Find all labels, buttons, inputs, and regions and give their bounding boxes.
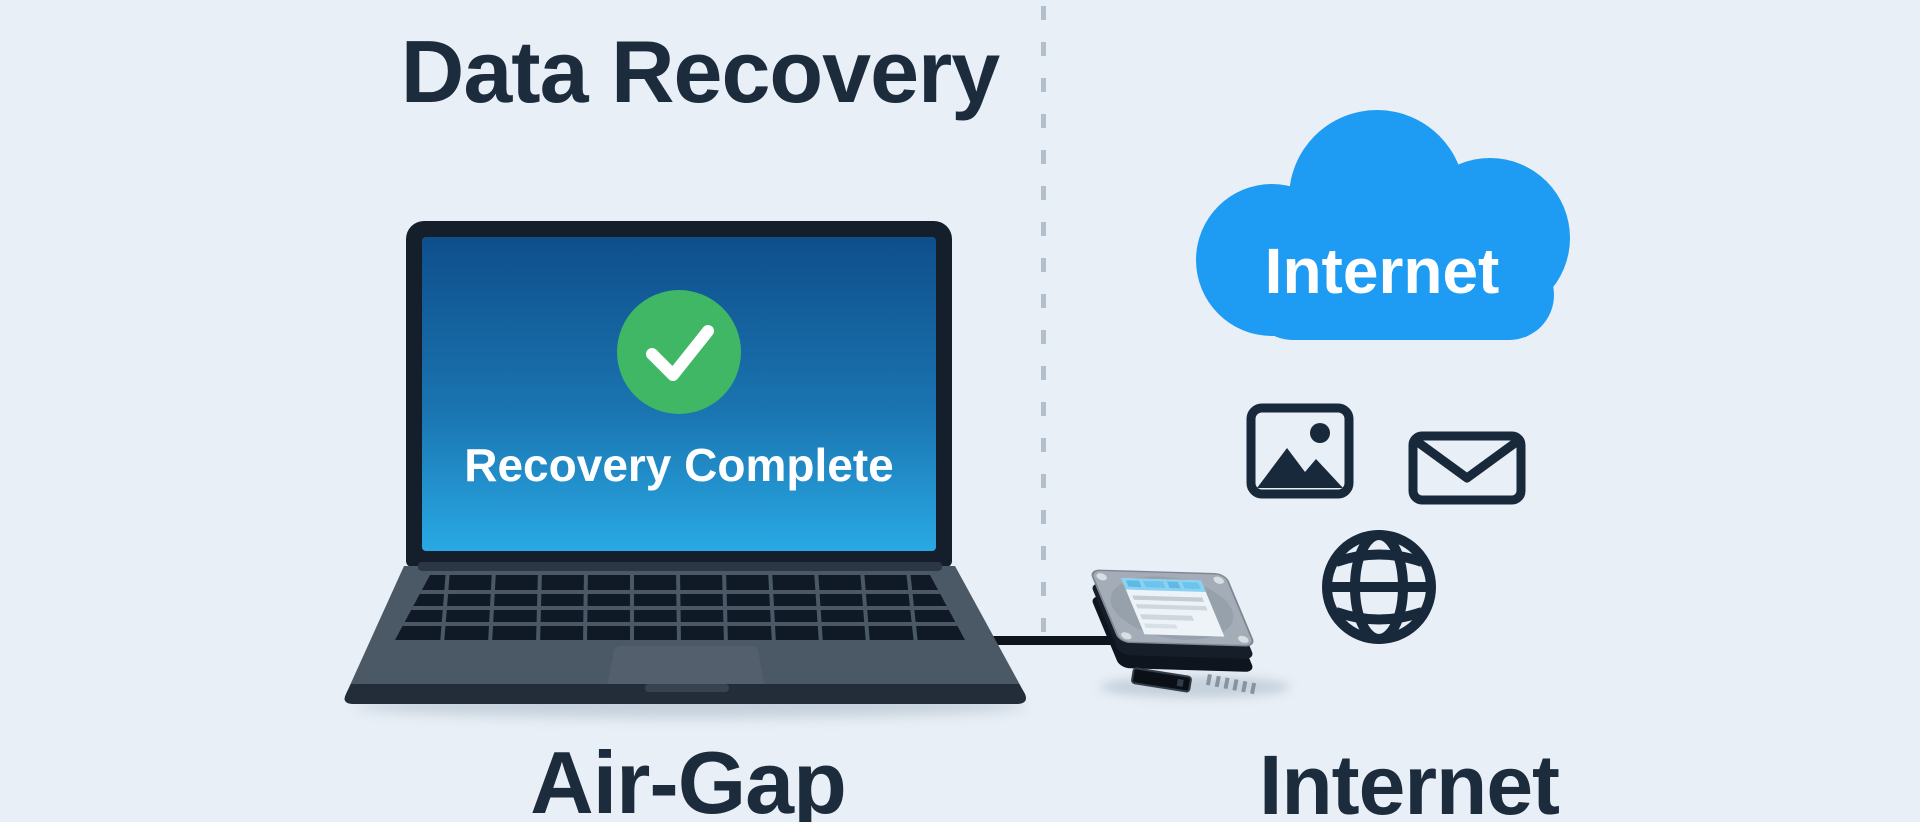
laptop-screen: Recovery Complete: [422, 237, 936, 551]
hard-drive-icon: [1091, 569, 1257, 695]
divider-dashed-line: [1041, 6, 1046, 652]
page-title: Data Recovery: [400, 22, 1000, 121]
envelope-icon: [1408, 431, 1526, 505]
checkmark-glyph: [646, 325, 714, 381]
usb-cable: [988, 636, 1118, 645]
air-gap-label: Air-Gap: [530, 733, 847, 822]
cloud-shape: [1196, 110, 1570, 340]
globe-icon: [1322, 530, 1436, 644]
image-icon: [1246, 403, 1354, 499]
cloud-icon: Internet: [1192, 98, 1582, 350]
laptop-icon: Recovery Complete: [406, 221, 952, 567]
recovery-status-text: Recovery Complete: [464, 439, 894, 491]
cloud-label: Internet: [1264, 235, 1500, 307]
internet-label: Internet: [1258, 738, 1560, 822]
checkmark-icon: [617, 290, 741, 414]
laptop-base: [344, 562, 1026, 704]
